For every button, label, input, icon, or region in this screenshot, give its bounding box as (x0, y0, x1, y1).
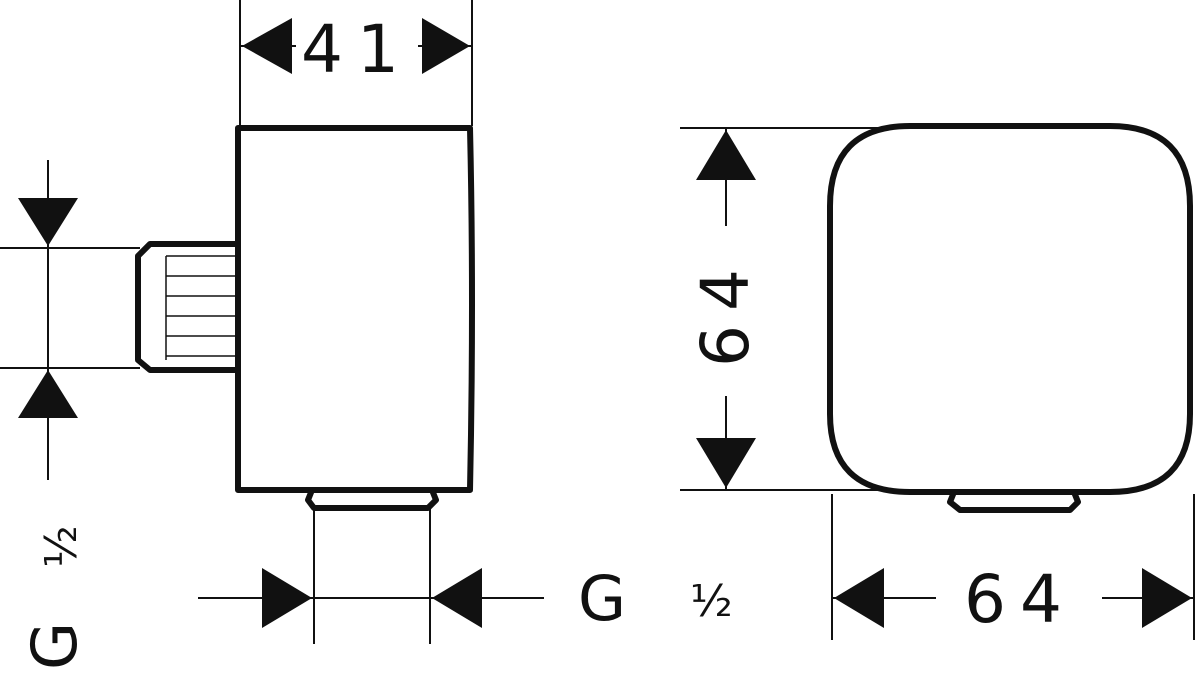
dimension-label-width-64: 64 (964, 561, 1076, 638)
arrowhead-down-64 (696, 438, 756, 488)
side-view-thread-connector (135, 241, 238, 373)
dimension-width-64: 64 (831, 494, 1195, 640)
thread-label-fraction-left: ½ (36, 525, 87, 568)
thread-label-g-bottom: G (578, 562, 626, 635)
front-view-bottom-outlet (947, 490, 1081, 513)
arrowhead-left (242, 18, 292, 74)
front-view: 64 64 (680, 123, 1195, 640)
thread-label-g-left: G (18, 622, 91, 670)
arrowhead-right (422, 18, 470, 74)
side-view: 41 G ½ G ½ (0, 0, 733, 670)
arrowhead-up-64 (696, 130, 756, 180)
dimension-thread-bottom: G ½ (198, 508, 733, 644)
side-view-body (235, 125, 475, 493)
arrowhead-down (18, 198, 78, 246)
arrowhead-right-bottom (262, 568, 312, 628)
arrowhead-left-64 (834, 568, 884, 628)
dimension-width-41: 41 (239, 0, 473, 126)
connector-thread-lines (165, 255, 238, 360)
front-view-body (827, 123, 1193, 495)
dimension-height-64: 64 (680, 127, 900, 491)
arrowhead-up (18, 370, 78, 418)
side-view-bottom-outlet (305, 488, 439, 511)
arrowhead-right-64 (1142, 568, 1192, 628)
dimension-label-height-64: 64 (687, 255, 764, 367)
thread-label-fraction-bottom: ½ (690, 576, 733, 627)
dimension-label-41: 41 (301, 11, 413, 88)
arrowhead-left-bottom (432, 568, 482, 628)
dimension-thread-left: G ½ (0, 160, 140, 670)
